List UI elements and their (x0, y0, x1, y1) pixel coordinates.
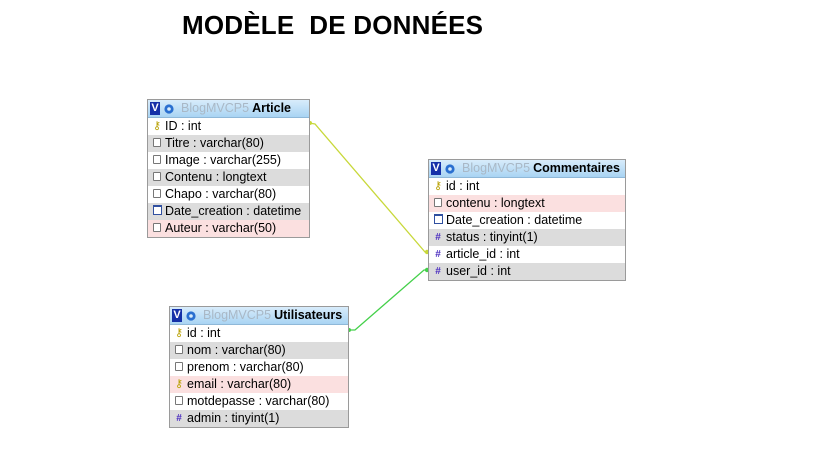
field-label: nom : varchar(80) (187, 343, 286, 357)
field-label: user_id : int (446, 264, 511, 278)
field-row: Titre : varchar(80) (148, 135, 309, 152)
field-row: Auteur : varchar(50) (148, 220, 309, 237)
text-field-icon (152, 152, 162, 169)
field-row: ⚷id : int (429, 178, 625, 195)
gear-icon[interactable] (185, 310, 197, 322)
table-article[interactable]: V BlogMVCP5 Article ⚷ID : int Titre : va… (147, 99, 310, 238)
field-row: # user_id : int (429, 263, 625, 280)
text-field-icon (152, 169, 162, 186)
text-field-icon (152, 220, 162, 237)
field-label: article_id : int (446, 247, 520, 261)
hash-icon: # (435, 249, 441, 260)
field-row: # status : tinyint(1) (429, 229, 625, 246)
link-utilisateurs-commentaires (348, 269, 430, 331)
field-row: contenu : longtext (429, 195, 625, 212)
field-row: ⚷email : varchar(80) (170, 376, 348, 393)
gear-icon[interactable] (444, 163, 456, 175)
field-row: Contenu : longtext (148, 169, 309, 186)
text-field-icon (174, 342, 184, 359)
text-field-icon (152, 186, 162, 203)
key-icon: ⚷ (152, 120, 162, 132)
field-label: Contenu : longtext (165, 170, 267, 184)
table-name: Article (252, 101, 291, 115)
database-name: BlogMVCP5 (181, 101, 250, 115)
table-header[interactable]: V BlogMVCP5 Article (148, 100, 309, 118)
field-label: prenom : varchar(80) (187, 360, 304, 374)
text-field-icon (152, 135, 162, 152)
field-row: # article_id : int (429, 246, 625, 263)
key-icon: ⚷ (433, 180, 443, 192)
field-row: Image : varchar(255) (148, 152, 309, 169)
field-row: prenom : varchar(80) (170, 359, 348, 376)
field-row: Date_creation : datetime (148, 203, 309, 220)
field-label: Date_creation : datetime (165, 204, 302, 218)
table-utilisateurs[interactable]: V BlogMVCP5 Utilisateurs ⚷id : int nom :… (169, 306, 349, 428)
field-label: contenu : longtext (446, 196, 545, 210)
key-icon: ⚷ (174, 378, 184, 390)
field-row: ⚷id : int (170, 325, 348, 342)
table-header[interactable]: V BlogMVCP5 Commentaires (429, 160, 625, 178)
calendar-icon (152, 203, 162, 220)
text-field-icon (433, 195, 443, 212)
field-label: Image : varchar(255) (165, 153, 282, 167)
field-row: # admin : tinyint(1) (170, 410, 348, 427)
table-commentaires[interactable]: V BlogMVCP5 Commentaires ⚷id : int conte… (428, 159, 626, 281)
database-name: BlogMVCP5 (462, 161, 531, 175)
hash-icon: # (176, 413, 182, 424)
table-name: Utilisateurs (274, 308, 343, 322)
toggle-v-icon[interactable]: V (172, 309, 182, 322)
hash-icon: # (435, 266, 441, 277)
database-name: BlogMVCP5 (203, 308, 272, 322)
field-row: Date_creation : datetime (429, 212, 625, 229)
field-label: motdepasse : varchar(80) (187, 394, 330, 408)
field-label: Titre : varchar(80) (165, 136, 264, 150)
field-row: ⚷ID : int (148, 118, 309, 135)
field-row: Chapo : varchar(80) (148, 186, 309, 203)
field-label: Auteur : varchar(50) (165, 221, 277, 235)
field-label: id : int (446, 179, 480, 193)
field-label: Chapo : varchar(80) (165, 187, 277, 201)
field-label: status : tinyint(1) (446, 230, 538, 244)
field-row: nom : varchar(80) (170, 342, 348, 359)
toggle-v-icon[interactable]: V (431, 162, 441, 175)
field-label: email : varchar(80) (187, 377, 292, 391)
table-name: Commentaires (533, 161, 620, 175)
field-label: id : int (187, 326, 221, 340)
hash-icon: # (435, 232, 441, 243)
text-field-icon (174, 393, 184, 410)
link-article-commentaires (308, 122, 430, 253)
page-title: MODÈLE DE DONNÉES (182, 10, 484, 40)
key-icon: ⚷ (174, 327, 184, 339)
field-label: admin : tinyint(1) (187, 411, 280, 425)
text-field-icon (174, 359, 184, 376)
field-row: motdepasse : varchar(80) (170, 393, 348, 410)
toggle-v-icon[interactable]: V (150, 102, 160, 115)
table-header[interactable]: V BlogMVCP5 Utilisateurs (170, 307, 348, 325)
field-label: ID : int (165, 119, 202, 133)
gear-icon[interactable] (163, 103, 175, 115)
calendar-icon (433, 212, 443, 229)
field-label: Date_creation : datetime (446, 213, 583, 227)
